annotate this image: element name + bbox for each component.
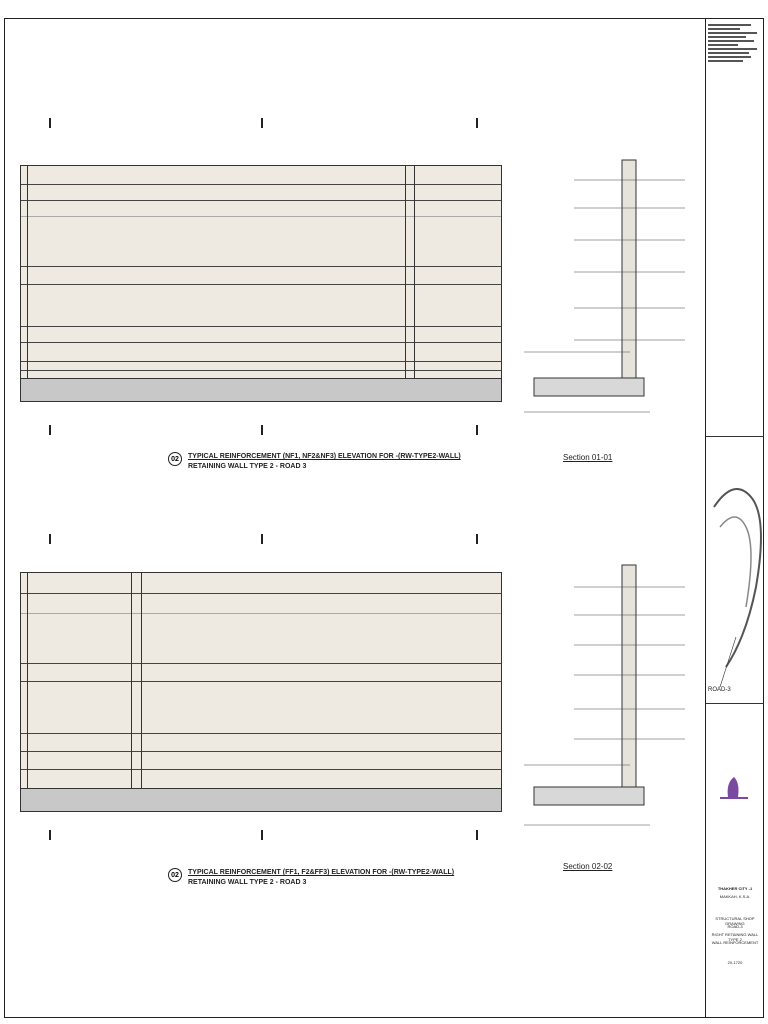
footing-band [21,788,501,811]
elevation-top-title: 02 TYPICAL REINFORCEMENT (NF1, NF2&NF3) … [168,452,461,472]
key-plan: ROAD-3 [706,436,764,704]
drawing-title-2: ROAD-3 [727,924,743,929]
elevation-bottom-title: 02 TYPICAL REINFORCEMENT (FF1, F2&FF3) E… [168,868,454,888]
title-line-1: TYPICAL REINFORCEMENT (NF1, NF2&NF3) ELE… [188,453,461,460]
drawing-title-4: WALL REINFORCEMENT [711,940,759,945]
sheet-number: 20-1720 [727,960,743,965]
drawing-title-3: RIGHT RETAINING WALL TYPE 2 [711,932,759,942]
title-line-2: RETAINING WALL TYPE 2 - ROAD 3 [188,463,307,470]
project-name: THAKHER CITY -1 [717,886,753,891]
general-notes [708,22,762,64]
drawing-sheet [4,18,764,1018]
section-02-drawing [524,564,685,826]
project-location: MAKKAH, K.S.A. [719,894,751,899]
title-line-1: TYPICAL REINFORCEMENT (FF1, F2&FF3) ELEV… [188,869,455,876]
road-label: ROAD-3 [708,687,731,693]
wall-elevation-panel [20,165,502,402]
title-block: ROAD-3 THAKHER CITY -1 MAKKAH, K.S.A. ST… [705,18,764,1018]
title-number: 02 [168,868,182,882]
section-01-caption: Section 01-01 [563,453,613,462]
section-02-caption: Section 02-02 [563,862,613,871]
section-01-drawing [524,159,685,413]
drawing-title-1: STRUCTURAL SHOP DRAWING [715,916,755,926]
title-line-2: RETAINING WALL TYPE 2 - ROAD 3 [188,879,307,886]
client-logo [720,777,748,799]
wall-elevation-panel [20,572,502,812]
footing-band [21,378,501,401]
title-number: 02 [168,452,182,466]
